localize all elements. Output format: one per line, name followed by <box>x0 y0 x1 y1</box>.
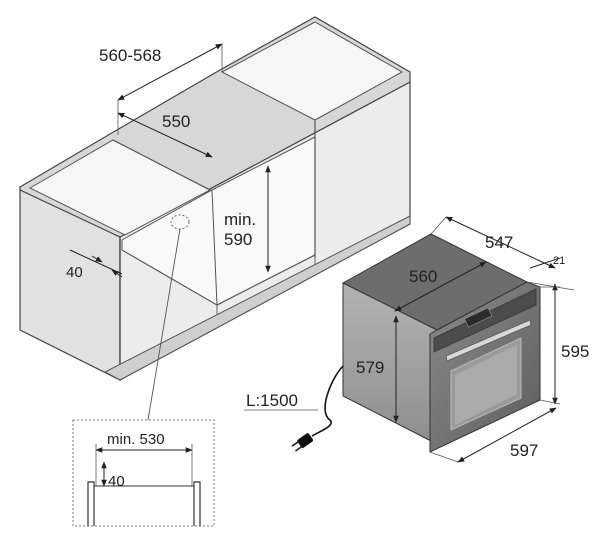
oven-dimensions: 547 560 21 579 595 597 <box>356 216 589 463</box>
plug-icon <box>291 433 313 452</box>
niche-floor-edge <box>121 249 218 306</box>
cabinet-plinth <box>103 215 411 381</box>
detail-profile-left <box>87 481 95 526</box>
detail-box: min. 530 40 <box>72 419 215 527</box>
label-oven-depth: 547 <box>485 233 513 252</box>
niche-floor-back <box>216 254 316 306</box>
dim-ext-line <box>430 216 447 235</box>
dim-offset-arrow <box>91 255 103 263</box>
oven-door-glass <box>455 345 517 425</box>
dim-inner-width-line <box>117 112 213 158</box>
label-front-offset: 21 <box>553 255 565 267</box>
dim-ext-line <box>429 451 459 463</box>
dim-ext-line <box>539 399 561 405</box>
label-cable-length: L:1500 <box>246 391 298 410</box>
dim-oven-width-line <box>457 407 557 463</box>
cabinet-dimensions: 560-568 550 min. 590 40 <box>66 43 271 421</box>
label-oven-body-height: 579 <box>356 358 384 377</box>
cable-line <box>311 365 344 437</box>
label-oven-top-width: 560 <box>409 267 437 286</box>
oven-control-panel <box>433 288 537 353</box>
dim-offset-arrow <box>111 269 123 278</box>
dim-oven-top-width-line <box>394 261 487 312</box>
oven-unit <box>341 233 541 453</box>
power-cable: L:1500 <box>244 365 344 452</box>
label-min-height-2: 590 <box>224 230 252 249</box>
detail-profile-right <box>193 481 201 526</box>
label-min-height-1: min. <box>224 210 256 229</box>
dim-ext-line <box>526 281 575 291</box>
dim-front-offset-line <box>529 257 561 269</box>
label-depth-offset: 40 <box>66 264 83 281</box>
detail-frame <box>72 419 215 527</box>
dim-width-range-line <box>117 43 223 101</box>
cabinet-right-compartment <box>220 21 404 121</box>
niche-back-edge <box>211 189 218 306</box>
dim-oven-depth-line <box>445 216 556 269</box>
label-inner-width: 550 <box>162 112 190 131</box>
label-detail-height: 40 <box>108 473 125 490</box>
oven-display <box>464 307 493 328</box>
label-oven-width: 597 <box>510 441 538 460</box>
oven-handle-icon <box>445 319 532 362</box>
label-detail-min-width: min. 530 <box>107 431 165 448</box>
label-oven-height: 595 <box>561 342 589 361</box>
label-width-range: 560-568 <box>99 46 161 65</box>
detail-leader-line <box>147 228 181 421</box>
